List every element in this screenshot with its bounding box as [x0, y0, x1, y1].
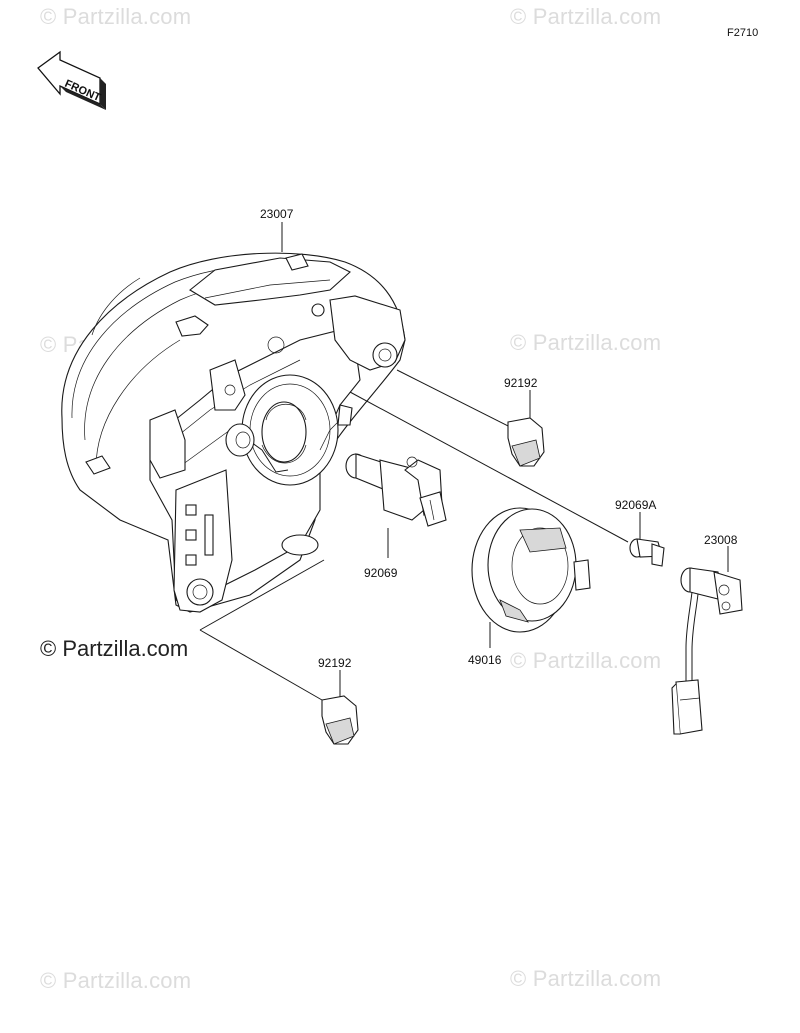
part-label-92192-lower: 92192: [318, 656, 352, 670]
part-label-92069A: 92069A: [615, 498, 657, 512]
dust-cover: [471, 507, 591, 633]
headlight-assembly: [61, 252, 406, 613]
watermark: © Partzilla.com: [40, 4, 192, 29]
bulb-position: [629, 538, 665, 567]
watermark: © Partzilla.com: [510, 648, 662, 673]
part-label-23008: 23008: [704, 533, 738, 547]
watermark: © Partzilla.com: [510, 966, 662, 991]
front-arrow-icon: FRONT: [37, 50, 106, 110]
figure-code: F2710: [727, 27, 759, 39]
part-label-49016: 49016: [468, 653, 502, 667]
bulb-cap-lower: [321, 695, 359, 745]
part-label-23007: 23007: [260, 207, 294, 221]
watermark: © Partzilla.com: [510, 330, 662, 355]
leader-lines: [199, 222, 729, 701]
bulb-h4: [345, 453, 447, 527]
watermark: © Partzilla.com: [40, 968, 192, 993]
socket-assembly: [671, 567, 743, 735]
part-label-92192-upper: 92192: [504, 376, 538, 390]
watermark: © Partzilla.com: [510, 4, 662, 29]
watermark-copyright: © Partzilla.com: [40, 636, 189, 661]
bulb-cap-upper: [507, 417, 545, 467]
part-label-92069: 92069: [364, 566, 398, 580]
